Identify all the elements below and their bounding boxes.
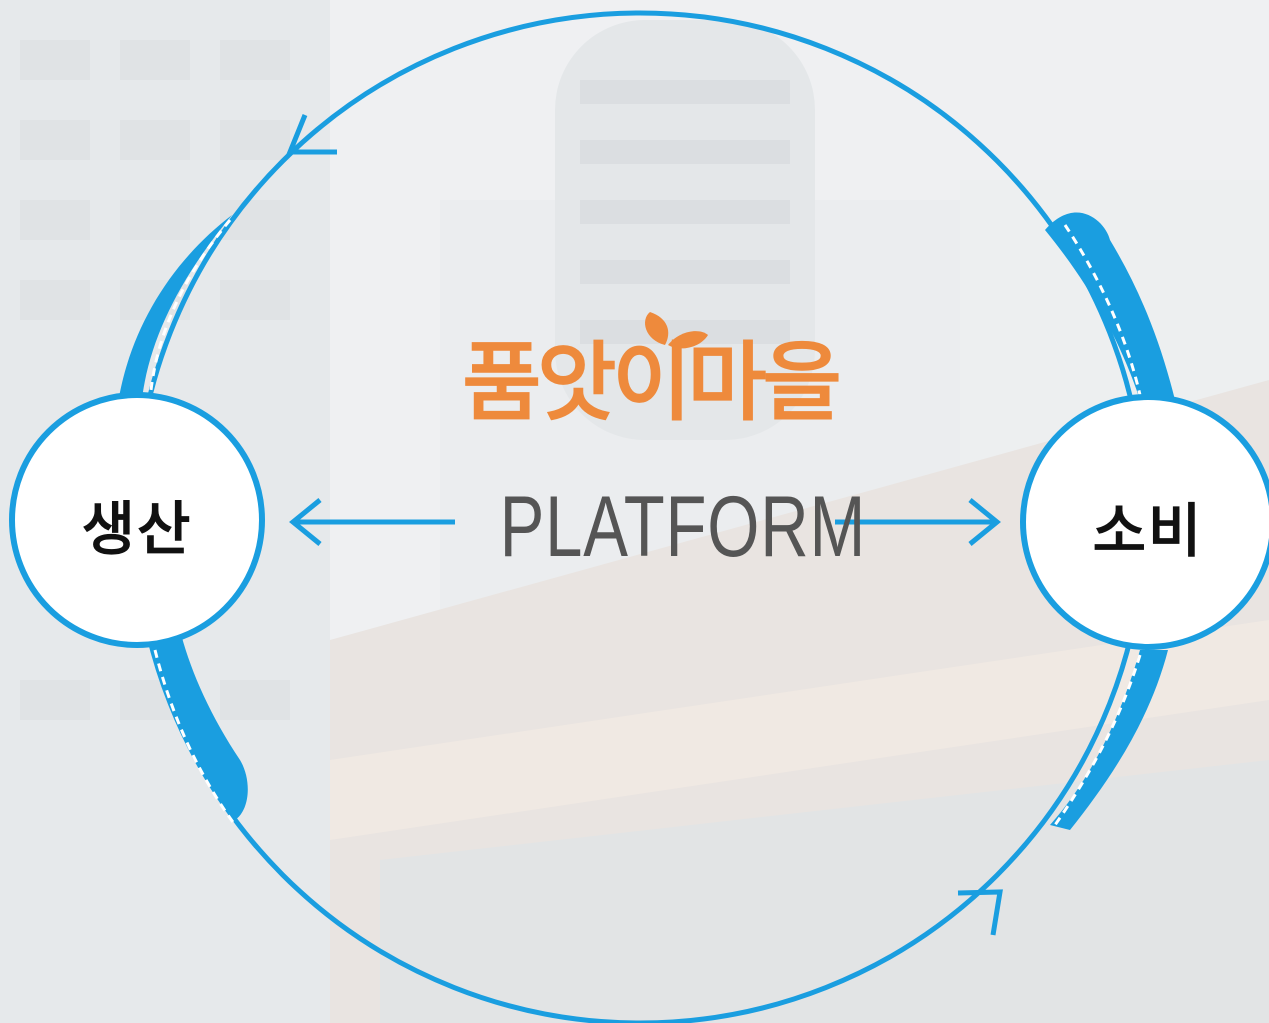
- swoosh-bottom-right: [1050, 650, 1168, 830]
- platform-label: PLATFORM: [499, 479, 867, 575]
- swoosh-top-left: [115, 215, 232, 430]
- node-circle-consumption: [1020, 394, 1269, 650]
- leaf-sprout-icon: [645, 312, 708, 349]
- brand-logo-text: 품앗이마을: [462, 333, 842, 433]
- dash-top-right: [1063, 224, 1142, 396]
- node-circle-production: [9, 392, 265, 648]
- ring-arrowhead-top-left: [286, 114, 337, 155]
- dash-bottom-right: [1053, 654, 1142, 826]
- dash-bottom-left: [153, 649, 237, 826]
- node-label-production: 생산: [81, 495, 193, 563]
- arrow-to-production-head: [289, 498, 322, 546]
- swoosh-top-right: [1045, 212, 1175, 400]
- node-label-consumption: 소비: [1092, 497, 1204, 565]
- ring-arrowhead-bottom-right: [957, 889, 1003, 936]
- swoosh-bottom-left: [150, 630, 248, 820]
- arrow-to-consumption-head: [968, 498, 1001, 546]
